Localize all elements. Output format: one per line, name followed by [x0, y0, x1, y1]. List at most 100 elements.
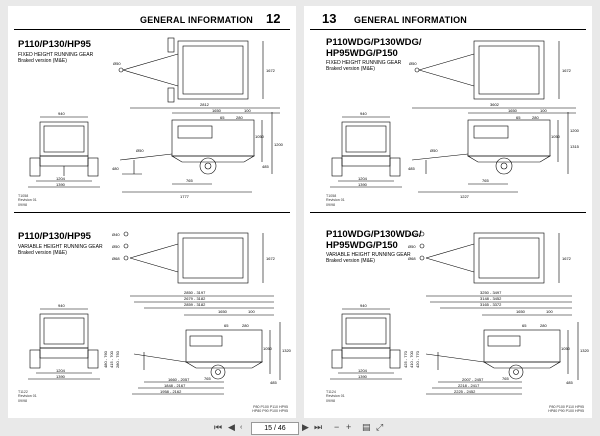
figure-caption: T1058 Revision 01 09/98 [18, 194, 37, 207]
top-view-drawing: Ø50 1672 [409, 40, 572, 100]
dim-label: 1672 [562, 256, 572, 261]
dim-label: 1650 [218, 309, 228, 314]
dim-label: 1650 [508, 108, 518, 113]
dim-label: 100 [248, 309, 255, 314]
page-number-input[interactable]: 15 / 46 [251, 422, 299, 435]
dim-label: 65 [522, 323, 527, 328]
dim-label: 65 [224, 323, 229, 328]
dim-label: 1204 [56, 368, 66, 373]
height-range-dims: 425 - 770 410 - 700 420 - 770 [403, 350, 420, 368]
dim-label: 1227 [460, 194, 470, 199]
dim-label: 280 [532, 115, 539, 120]
dim-label: 2850 - 3197 [184, 290, 206, 295]
dim-label: 2218 - 2417 [458, 383, 480, 388]
figure-caption: T1058 Revision 01 09/98 [326, 194, 345, 207]
page-number: 12 [266, 11, 281, 26]
dim-label: 940 [58, 111, 65, 116]
dim-label: 280 - 750 [115, 350, 120, 368]
dim-label: 65 [220, 115, 225, 120]
dim-label: 1390 [56, 182, 66, 187]
section-subtitle: VARIABLE HEIGHT RUNNING GEAR Braked vers… [18, 244, 103, 256]
front-view-drawing: 940 1204 1390 [28, 303, 100, 380]
dim-label: 765 [186, 178, 193, 183]
dim-label: 485 [408, 166, 415, 171]
section-subtitle: FIXED HEIGHT RUNNING GEAR Braked version… [18, 52, 94, 64]
manual-page-left: GENERAL INFORMATION 12 P110/P130/HP95 FI… [8, 6, 296, 418]
dim-label: 1204 [358, 368, 368, 373]
dim-label: 1315 [570, 144, 580, 149]
model-codes-footer: P80 P100 P110 HP95 HP80 P90 P100 HP95 [252, 405, 288, 413]
dim-label: 280 [540, 323, 547, 328]
figure-caption: T1122 Revision 01 09/98 [18, 390, 37, 403]
side-view-drawing: 2812 1650 100 65 280 1050 1200 485 480 7… [112, 102, 284, 199]
page-header-title: GENERAL INFORMATION [354, 15, 467, 25]
page-number: 13 [322, 11, 337, 26]
top-view-drawing: Ø40 Ø50 Ø68 1672 [408, 231, 572, 284]
dim-label: 3250 - 3497 [480, 290, 502, 295]
first-page-icon[interactable]: ⏮ [214, 422, 223, 432]
dim-label: Ø40 [408, 232, 416, 237]
page-layout-icon[interactable]: ▤ [362, 422, 371, 432]
dim-label: 1320 [580, 348, 590, 353]
dim-label: 1204 [358, 176, 368, 181]
section-divider [14, 212, 290, 213]
prev-arrow-icon[interactable]: ‹ [240, 424, 243, 431]
last-page-icon[interactable]: ⏭ [314, 422, 323, 432]
height-range-dims: 480 - 760 415 - 700 280 - 750 [103, 350, 120, 368]
figure-caption: T1124 Revision 01 09/98 [326, 390, 345, 403]
dim-label: Ø40 [112, 232, 120, 237]
dim-label: Ø68 [112, 256, 120, 261]
dim-label: Ø50 [112, 244, 120, 249]
dim-label: 410 - 700 [409, 350, 414, 368]
dim-label: 1958 - 2162 [160, 389, 182, 394]
front-view-drawing: 940 1204 1390 [28, 111, 100, 188]
section-title: P110/P130/HP95 [18, 231, 91, 242]
top-view-drawing: Ø50 1672 [113, 37, 276, 103]
side-view-drawing: 3602 1650 100 65 280 1050 1200 1315 485 … [408, 102, 580, 199]
next-page-icon[interactable]: ▶ [302, 422, 309, 432]
dim-label: 1050 [263, 346, 273, 351]
header-rule [14, 29, 290, 30]
dim-label: 485 [262, 164, 269, 169]
dim-label: 1390 [56, 374, 66, 379]
dim-label: 3165 - 3372 [480, 302, 502, 307]
dim-label: Ø50 [408, 244, 416, 249]
front-view-drawing: 940 1204 1390 [330, 303, 402, 380]
dim-label: 2679 - 3182 [184, 296, 206, 301]
dim-label: Ø68 [408, 256, 416, 261]
dim-label: 100 [546, 309, 553, 314]
dim-label: 1204 [56, 176, 66, 181]
top-view-drawing: Ø40 Ø50 Ø68 1672 [112, 231, 276, 284]
dim-label: 940 [58, 303, 65, 308]
dim-label: 480 [112, 166, 119, 171]
dim-label: 480 - 760 [103, 350, 108, 368]
zoom-out-icon[interactable]: − [334, 422, 340, 432]
dim-label: 1650 [212, 108, 222, 113]
dim-label: 1320 [282, 348, 292, 353]
dim-label: 1650 [516, 309, 526, 314]
dim-label: 415 - 700 [109, 350, 114, 368]
dim-label: 1390 [358, 374, 368, 379]
dim-label: 765 [482, 178, 489, 183]
side-view-drawing: 2850 - 3197 2679 - 3182 2859 - 3182 1650… [130, 290, 292, 395]
dim-label: Ø50 [430, 148, 438, 153]
section-title: P110WDG/P130WDG/ HP95WDG/P150 [326, 37, 422, 59]
dim-label: 1390 [358, 182, 368, 187]
dim-label: 1777 [180, 194, 190, 199]
manual-page-right: 13 GENERAL INFORMATION P110WDG/P130WDG/ … [304, 6, 592, 418]
dim-label: 485 [270, 380, 277, 385]
dim-label: 280 [242, 323, 249, 328]
front-view-drawing: 940 1204 1390 [330, 111, 402, 188]
fit-page-icon[interactable]: ⤢ [376, 422, 384, 432]
dim-label: Ø50 [136, 148, 144, 153]
section-title: P110/P130/HP95 [18, 39, 91, 50]
page-header-title: GENERAL INFORMATION [140, 15, 253, 25]
dim-label: 2225 - 2452 [454, 389, 476, 394]
dim-label: 3148 - 3452 [480, 296, 502, 301]
dim-label: 280 [236, 115, 243, 120]
dim-label: 765 [204, 376, 211, 381]
dim-label: 2859 - 3182 [184, 302, 206, 307]
prev-page-icon[interactable]: ◀ [228, 422, 235, 432]
dim-label: 1672 [266, 68, 276, 73]
zoom-in-icon[interactable]: + [346, 422, 352, 432]
